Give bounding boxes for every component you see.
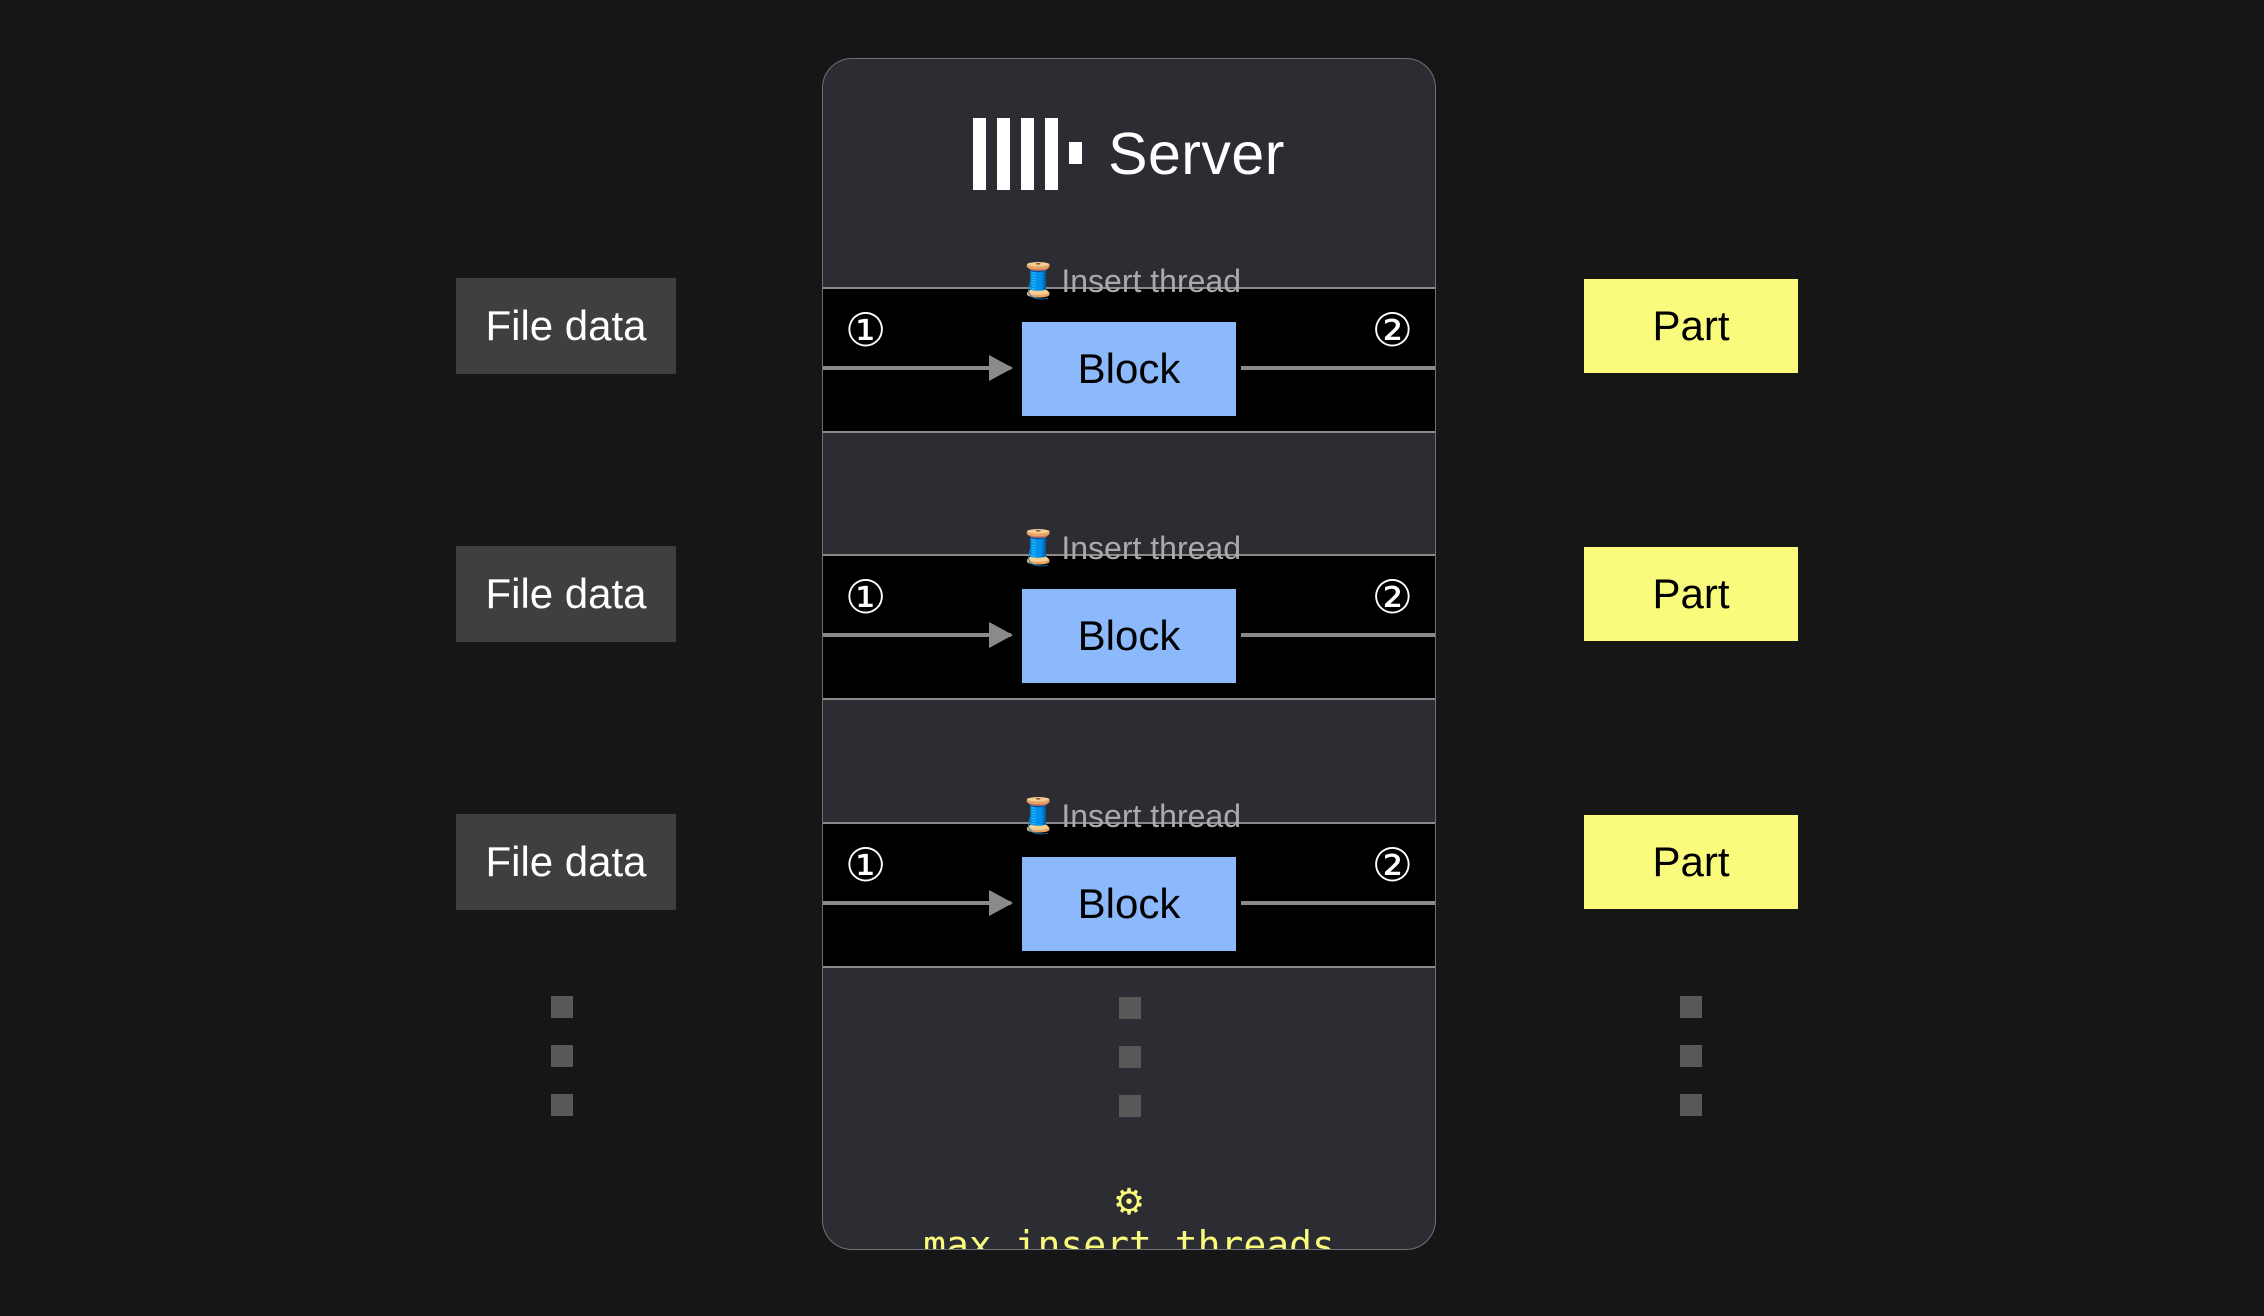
insert-thread-label: Insert thread (1061, 798, 1241, 834)
arrow-file-to-block-2 (823, 622, 1013, 648)
ellipsis-square (551, 1045, 573, 1067)
part-label: Part (1652, 302, 1730, 349)
file-data-box-1: File data (456, 278, 676, 374)
step-marker-3-in: ① (845, 839, 887, 891)
insert-thread-label: Insert thread (1061, 263, 1241, 299)
block-label: Block (1077, 612, 1181, 659)
step-marker-2-out: ② (1371, 571, 1413, 623)
thread-spool-icon: 🧵 (1017, 529, 1060, 567)
logo-bar (973, 118, 987, 190)
file-data-box-2: File data (456, 546, 676, 642)
server-panel: Server ⚙ max_insert_threads 🧵 Insert thr… (822, 58, 1436, 1250)
step-marker-1-in: ① (845, 304, 887, 356)
file-data-label: File data (485, 302, 647, 349)
file-data-box-3: File data (456, 814, 676, 910)
block-label: Block (1077, 880, 1181, 927)
ellipsis-square (551, 996, 573, 1018)
thread-spool-icon: 🧵 (1017, 797, 1060, 835)
arrow-file-to-block-1 (823, 355, 1013, 381)
server-title-text: Server (1108, 120, 1285, 187)
file-data-label: File data (485, 838, 647, 885)
ellipsis-square (1119, 1095, 1141, 1117)
logo-dot (1069, 142, 1083, 164)
ellipsis-square (551, 1094, 573, 1116)
block-box-1: Block (1022, 322, 1236, 416)
arrow-file-to-block-3 (823, 890, 1013, 916)
gear-icon: ⚙ (1112, 1181, 1146, 1222)
file-data-label: File data (485, 570, 647, 617)
logo-bar (997, 118, 1011, 190)
arrow-block-to-part-2 (1241, 633, 1435, 637)
part-label: Part (1652, 570, 1730, 617)
arrow-block-to-part-3 (1241, 901, 1435, 905)
part-box-1: Part (1584, 279, 1798, 373)
max-insert-threads-setting: ⚙ max_insert_threads (823, 1184, 1435, 1250)
ellipsis-square (1680, 1094, 1702, 1116)
insert-thread-row-2: 🧵 Insert thread ① ② Block (823, 531, 1435, 700)
step-marker-1-out: ② (1371, 304, 1413, 356)
setting-name: max_insert_threads (923, 1223, 1335, 1250)
ellipsis-right (1680, 996, 1702, 1116)
insert-thread-label-group: 🧵 Insert thread (1017, 531, 1241, 565)
insert-thread-row-3: 🧵 Insert thread ① ② Block (823, 799, 1435, 968)
ellipsis-square (1119, 1046, 1141, 1068)
insert-thread-label-group: 🧵 Insert thread (1017, 264, 1241, 298)
arrow-block-to-part-1 (1241, 366, 1435, 370)
ellipsis-square (1119, 997, 1141, 1019)
insert-thread-label-group: 🧵 Insert thread (1017, 799, 1241, 833)
block-box-2: Block (1022, 589, 1236, 683)
part-box-3: Part (1584, 815, 1798, 909)
part-label: Part (1652, 838, 1730, 885)
block-label: Block (1077, 345, 1181, 392)
ellipsis-square (1680, 996, 1702, 1018)
logo-bar (1021, 118, 1035, 190)
clickhouse-logo-icon (973, 118, 1083, 190)
logo-bar (1045, 118, 1059, 190)
thread-spool-icon: 🧵 (1017, 262, 1060, 300)
ellipsis-center (1119, 997, 1141, 1117)
insert-thread-label: Insert thread (1061, 530, 1241, 566)
server-title: Server (823, 99, 1435, 209)
part-box-2: Part (1584, 547, 1798, 641)
ellipsis-left (551, 996, 573, 1116)
step-marker-2-in: ① (845, 571, 887, 623)
insert-thread-row-1: 🧵 Insert thread ① ② Block (823, 264, 1435, 433)
block-box-3: Block (1022, 857, 1236, 951)
step-marker-3-out: ② (1371, 839, 1413, 891)
ellipsis-square (1680, 1045, 1702, 1067)
